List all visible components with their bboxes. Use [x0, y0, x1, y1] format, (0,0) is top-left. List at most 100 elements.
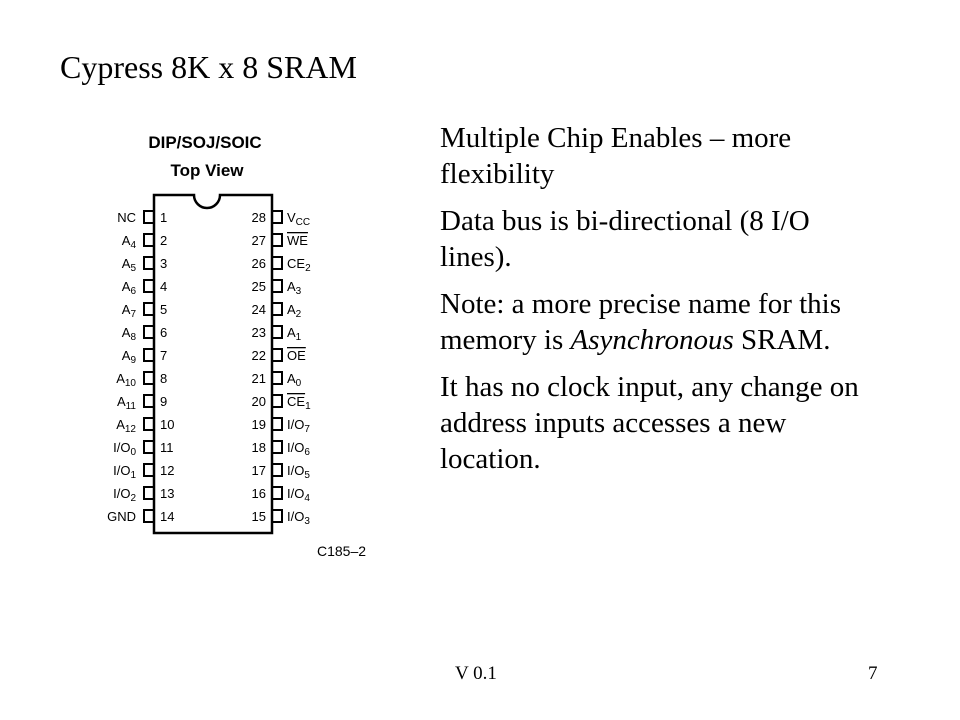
pin-name-main: I/O: [287, 509, 304, 524]
package-label: DIP/SOJ/SOIC: [148, 133, 261, 152]
pin-number-26: 26: [252, 256, 266, 271]
pin-name-subscript: 2: [305, 263, 311, 274]
pin-name-subscript: 3: [296, 286, 302, 297]
pin-number-8: 8: [160, 371, 167, 386]
pin-number-14: 14: [160, 509, 174, 524]
pin-name-main: A: [122, 279, 131, 294]
pin-pad-17: [271, 463, 283, 477]
pin-name-subscript: 2: [296, 309, 302, 320]
pin-number-6: 6: [160, 325, 167, 340]
pin-name-main: V: [287, 210, 296, 225]
pin-name-main: CE: [287, 394, 305, 409]
pin-name-18: I/O6: [287, 440, 310, 458]
pin-name-24: A2: [287, 302, 302, 320]
pin-name-subscript: 1: [296, 332, 302, 343]
pin-pad-22: [271, 348, 283, 362]
pin-name-23: A1: [287, 325, 302, 343]
pin-name-subscript: 11: [126, 401, 137, 412]
pin-name-7: A9: [122, 348, 137, 366]
pin-pad-7: [143, 348, 155, 362]
pin-number-3: 3: [160, 256, 167, 271]
pin-name-subscript: CC: [296, 217, 310, 228]
pin-name-main: I/O: [287, 486, 304, 501]
pin-name-15: I/O3: [287, 509, 310, 527]
pin-pad-21: [271, 371, 283, 385]
pin-name-4: A6: [122, 279, 137, 297]
pin-name-subscript: 9: [130, 355, 136, 366]
footer-version: V 0.1: [455, 663, 497, 684]
figure-id: C185–2: [317, 543, 366, 559]
pin-pad-4: [143, 279, 155, 293]
pin-name-10: A12: [116, 417, 136, 435]
pin-number-23: 23: [252, 325, 266, 340]
pin-name-main: A: [122, 233, 131, 248]
bullet-precise-name-text: Note: a more precise name for this memor…: [440, 288, 842, 356]
pin-number-22: 22: [252, 348, 266, 363]
pin-name-main: A: [117, 394, 126, 409]
pin-number-25: 25: [252, 279, 266, 294]
bullet-list: Multiple Chip Enables – more flexibility…: [440, 120, 870, 488]
pin-number-7: 7: [160, 348, 167, 363]
pin-name-main: I/O: [113, 486, 130, 501]
pin-name-main: CE: [287, 256, 305, 271]
slide-title: Cypress 8K x 8 SRAM: [60, 49, 357, 85]
pin-name-main: A: [122, 302, 131, 317]
pin-name-6: A8: [122, 325, 137, 343]
pin-pad-12: [143, 463, 155, 477]
pin-name-subscript: 10: [125, 378, 137, 389]
pin-number-27: 27: [252, 233, 266, 248]
pin-name-main: A: [116, 417, 125, 432]
pin-name-19: I/O7: [287, 417, 310, 435]
pin-pad-26: [271, 256, 283, 270]
chip-body: [152, 193, 274, 535]
pin-name-subscript: 0: [130, 447, 136, 458]
pin-name-17: I/O5: [287, 463, 310, 481]
pin-name-main: I/O: [113, 440, 130, 455]
pin-name-20: CE1: [287, 394, 311, 412]
pin-name-main: I/O: [287, 440, 304, 455]
pin-name-13: I/O2: [113, 486, 136, 504]
pin-name-subscript: 3: [304, 516, 310, 527]
pin-pad-20: [271, 394, 283, 408]
pin-pad-3: [143, 256, 155, 270]
pin-name-main: A: [287, 371, 296, 386]
pin-name-main: GND: [107, 509, 136, 524]
pin-name-subscript: 4: [130, 240, 136, 251]
pin-name-subscript: 5: [130, 263, 136, 274]
pin-pad-28: [271, 210, 283, 224]
pin-name-subscript: 2: [130, 493, 136, 504]
pin-name-main: A: [116, 371, 125, 386]
pin-number-4: 4: [160, 279, 167, 294]
bullet-chip-enables: Multiple Chip Enables – more flexibility: [440, 122, 792, 190]
pin-pad-19: [271, 417, 283, 431]
pin-name-11: I/O0: [113, 440, 136, 458]
pin-pad-27: [271, 233, 283, 247]
pin-number-16: 16: [252, 486, 266, 501]
pin-pad-5: [143, 302, 155, 316]
pin-pad-11: [143, 440, 155, 454]
pin-name-subscript: 0: [296, 378, 302, 389]
pin-number-19: 19: [252, 417, 266, 432]
pin-name-main: A: [122, 348, 131, 363]
pin-pad-2: [143, 233, 155, 247]
pin-pad-14: [143, 509, 155, 523]
pins-group: 1NC2A43A54A65A76A87A98A109A1110A1211I/O0…: [107, 210, 311, 527]
pin-pad-25: [271, 279, 283, 293]
pin-name-subscript: 7: [304, 424, 310, 435]
pin-name-22: OE: [287, 348, 306, 363]
pin-name-14: GND: [107, 509, 136, 524]
view-label: Top View: [170, 161, 244, 180]
pin-name-main: NC: [117, 210, 136, 225]
pin-number-21: 21: [252, 371, 266, 386]
pin-name-1: NC: [117, 210, 136, 225]
pin-name-3: A5: [122, 256, 137, 274]
pin-name-12: I/O1: [113, 463, 136, 481]
pin-name-subscript: 6: [130, 286, 136, 297]
pin-pad-24: [271, 302, 283, 316]
pin-number-15: 15: [252, 509, 266, 524]
pin-name-subscript: 6: [304, 447, 310, 458]
pin-name-25: A3: [287, 279, 302, 297]
pin-number-1: 1: [160, 210, 167, 225]
bullet-precise-name: Note: a more precise name for this memor…: [440, 286, 870, 358]
pin-name-16: I/O4: [287, 486, 310, 504]
